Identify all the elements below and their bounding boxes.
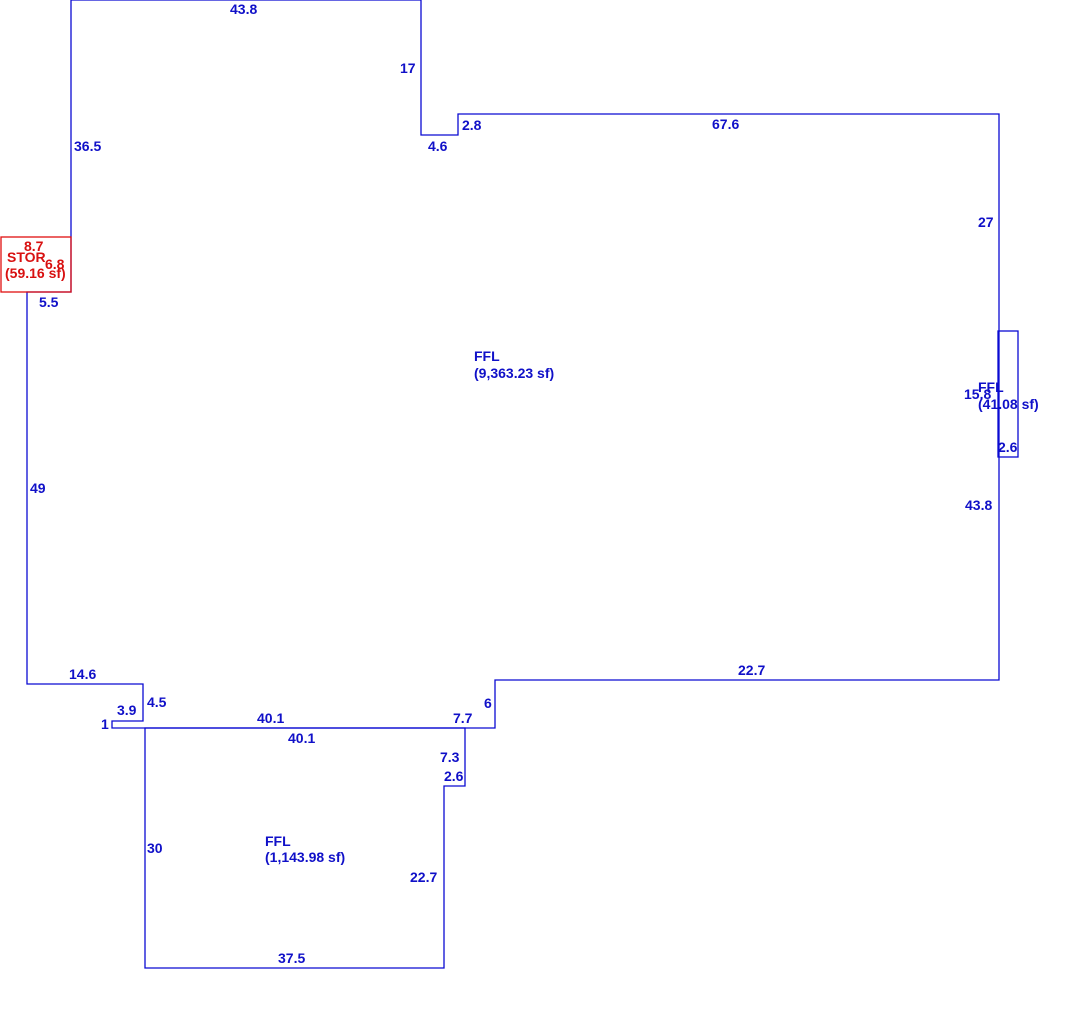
dim-lower-left-wall: 30 — [147, 840, 163, 856]
main-floor-label: FFL (9,363.23 sf) — [474, 348, 554, 381]
bump-out-name: FFL — [978, 379, 1004, 395]
bump-out-label: FFL (41.08 sf) — [978, 379, 1039, 412]
lower-floor-label: FFL (1,143.98 sf) — [265, 833, 345, 865]
dim-right-upper-wall: 27 — [978, 214, 994, 230]
dim-lower-right-drop: 7.3 — [440, 749, 460, 765]
storage-area: (59.16 sf) — [5, 265, 66, 281]
main-floor-area: (9,363.23 sf) — [474, 365, 554, 381]
main-floor-outline — [26, 0, 1000, 729]
dim-mid-wall-inner: 40.1 — [288, 730, 315, 746]
dim-bump-height: 15.8 — [964, 386, 991, 402]
dim-left-upper-wall: 36.5 — [74, 138, 101, 154]
lower-floor-area: (1,143.98 sf) — [265, 849, 345, 865]
dim-step-left: 14.6 — [69, 666, 96, 682]
bump-out-outline — [997, 330, 1019, 458]
dim-left-offset: 5.5 — [39, 294, 59, 310]
dim-lower-bottom-wall: 37.5 — [278, 950, 305, 966]
dim-notch-width: 4.6 — [428, 138, 448, 154]
dim-notch-rise: 2.8 — [462, 117, 482, 133]
storage-name: STOR — [7, 249, 46, 265]
storage-label: STOR (59.16 sf) — [5, 249, 66, 281]
dim-storage-side: 6.8 — [45, 256, 65, 272]
dim-top-wall: 43.8 — [230, 1, 257, 17]
dim-step-small: 3.9 — [117, 702, 137, 718]
dim-lower-right-wall-main: 22.7 — [738, 662, 765, 678]
dim-right-lower-wall: 43.8 — [965, 497, 992, 513]
dim-mid-right-rise: 6 — [484, 695, 492, 711]
lower-floor-outline — [144, 727, 466, 969]
dim-lower-floor-right-wall: 22.7 — [410, 869, 437, 885]
dim-storage-top: 8.7 — [24, 238, 44, 254]
main-floor-name: FFL — [474, 348, 500, 364]
dim-notch-drop: 17 — [400, 60, 416, 76]
dim-bump-depth: 2.6 — [998, 439, 1018, 455]
dim-upper-right-wall: 67.6 — [712, 116, 739, 132]
dim-step-one: 1 — [101, 716, 109, 732]
lower-floor-name: FFL — [265, 833, 291, 849]
dim-mid-wall-outer: 40.1 — [257, 710, 284, 726]
dim-step-drop: 4.5 — [147, 694, 167, 710]
bump-out-area: (41.08 sf) — [978, 396, 1039, 412]
dim-mid-right-short: 7.7 — [453, 710, 473, 726]
dim-lower-right-jog: 2.6 — [444, 768, 464, 784]
dim-left-lower-wall: 49 — [30, 480, 46, 496]
storage-outline — [0, 236, 72, 293]
